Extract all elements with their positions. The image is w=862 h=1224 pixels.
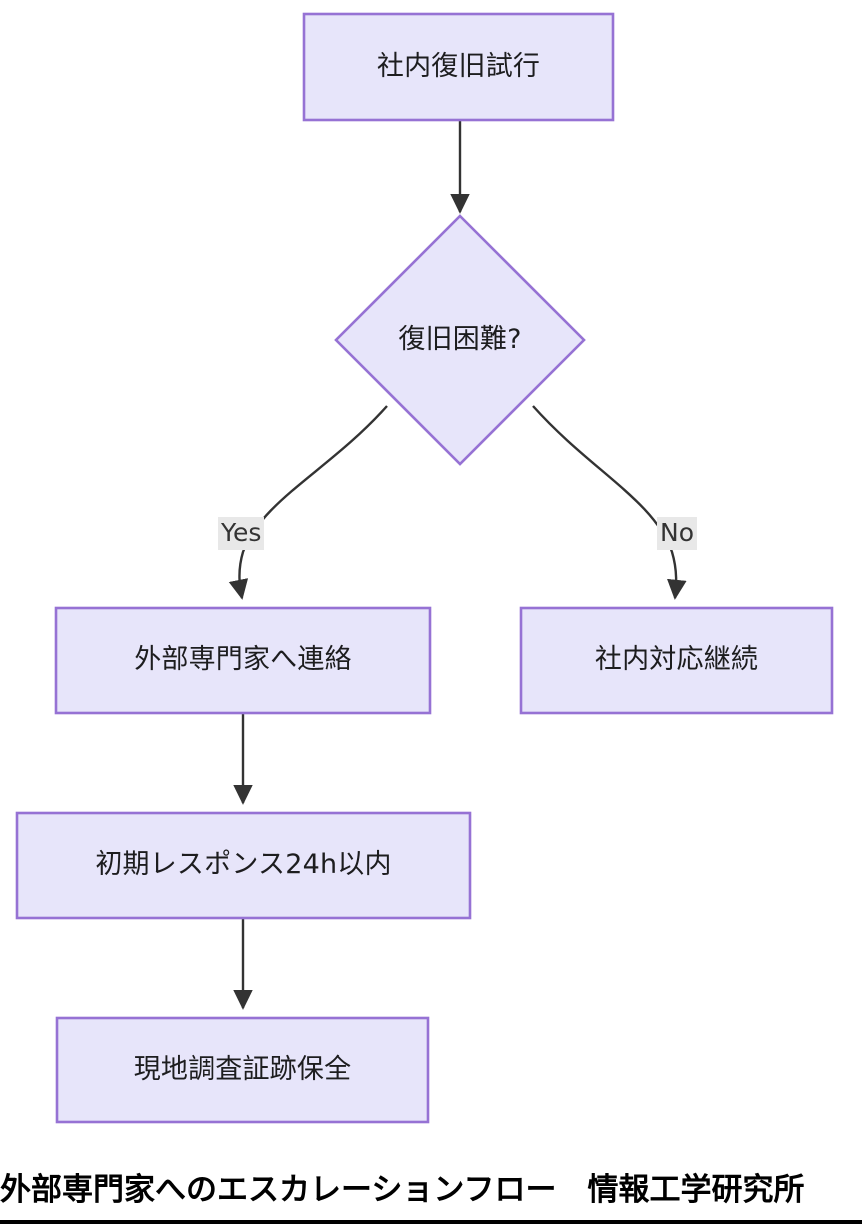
node-contact[interactable]: 外部専門家へ連絡 (55, 607, 431, 714)
node-start[interactable]: 社内復旧試行 (303, 13, 614, 121)
node-shape-contact (54, 606, 432, 715)
node-decision-label: 復旧困難? (398, 323, 522, 355)
node-shape-sla (15, 811, 472, 920)
node-shape-start (302, 12, 615, 122)
node-inhouse-label: 社内対応継続 (594, 644, 759, 676)
diagram-caption: 外部専門家へのエスカレーションフロー 情報工学研究所 (0, 1172, 862, 1224)
node-shape-decision (334, 214, 586, 466)
node-shape-evid (55, 1016, 430, 1124)
edge-label-no: No (657, 517, 697, 550)
node-contact-label: 外部専門家へ連絡 (134, 644, 352, 676)
node-inhouse[interactable]: 社内対応継続 (520, 607, 833, 714)
edge-label-yes: Yes (218, 517, 265, 550)
node-decision[interactable]: 復旧困難? (336, 220, 584, 460)
node-start-label: 社内復旧試行 (376, 50, 541, 82)
node-evid-label: 現地調査証跡保全 (133, 1053, 352, 1085)
diagram-caption-text: 外部専門家へのエスカレーションフロー 情報工学研究所 (0, 1172, 805, 1208)
node-shape-inhouse (519, 606, 834, 715)
node-sla-label: 初期レスポンス24h以内 (95, 849, 392, 881)
node-evid[interactable]: 現地調査証跡保全 (56, 1017, 429, 1123)
node-sla[interactable]: 初期レスポンス24h以内 (16, 812, 471, 919)
